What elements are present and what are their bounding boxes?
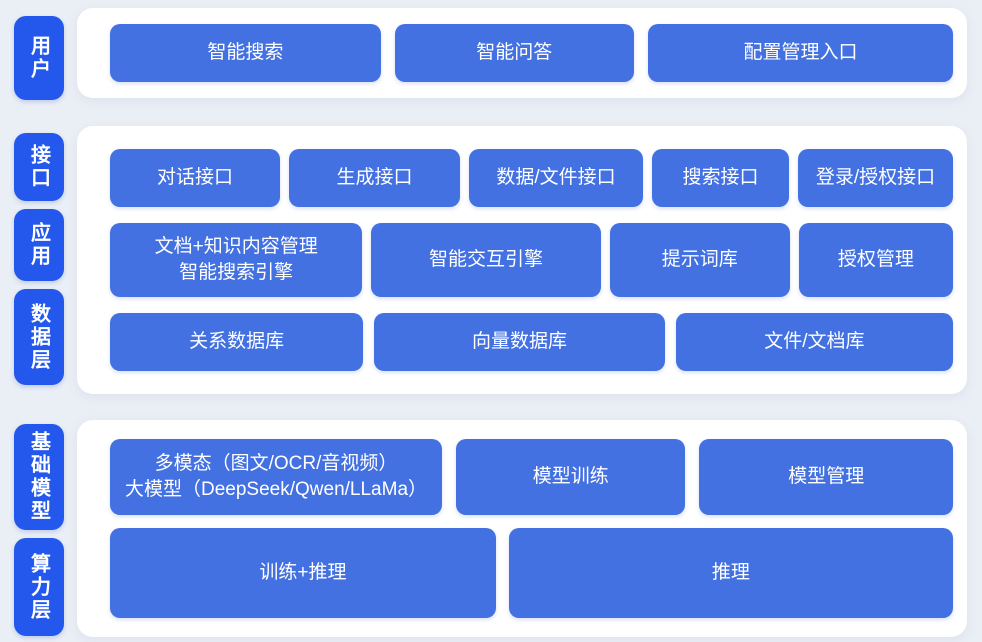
layer-label-compute: 算力层 (14, 538, 64, 636)
node-search-api: 搜索接口 (652, 149, 789, 207)
node-model-training: 模型训练 (456, 439, 686, 515)
node-dialog-api: 对话接口 (110, 149, 280, 207)
application-layer-row: 文档+知识内容管理 智能搜索引擎 智能交互引擎 提示词库 授权管理 (110, 223, 953, 297)
node-prompt-library: 提示词库 (609, 223, 790, 297)
node-training-inference: 训练+推理 (110, 528, 496, 618)
layer-label-interface: 接口 (14, 133, 64, 201)
node-auth-management: 授权管理 (798, 223, 953, 297)
node-multimodal-llm: 多模态（图文/OCR/音视频） 大模型（DeepSeek/Qwen/LLaMa） (110, 439, 443, 515)
node-login-auth-api: 登录/授权接口 (798, 149, 953, 207)
layer-label-application: 应用 (14, 209, 64, 281)
middle-layers-panel: 对话接口 生成接口 数据/文件接口 搜索接口 登录/授权接口 文档+知识内容管理… (77, 126, 967, 394)
user-layer-panel: 智能搜索 智能问答 配置管理入口 (77, 8, 967, 98)
layer-label-data: 数据层 (14, 289, 64, 385)
node-doc-knowledge-search-engine: 文档+知识内容管理 智能搜索引擎 (110, 223, 363, 297)
node-vector-db: 向量数据库 (374, 313, 665, 371)
node-generation-api: 生成接口 (289, 149, 460, 207)
node-smart-qa: 智能问答 (394, 24, 634, 82)
node-config-admin-entry: 配置管理入口 (647, 24, 954, 82)
node-data-file-api: 数据/文件接口 (469, 149, 643, 207)
node-relational-db: 关系数据库 (110, 313, 364, 371)
node-file-doc-store: 文件/文档库 (675, 313, 953, 371)
compute-layer-row: 训练+推理 推理 (110, 528, 953, 618)
node-smart-search: 智能搜索 (110, 24, 381, 82)
interface-layer-row: 对话接口 生成接口 数据/文件接口 搜索接口 登录/授权接口 (110, 149, 953, 207)
node-interaction-engine: 智能交互引擎 (371, 223, 601, 297)
layer-label-user: 用户 (14, 16, 64, 100)
data-layer-row: 关系数据库 向量数据库 文件/文档库 (110, 313, 953, 371)
bottom-layers-panel: 多模态（图文/OCR/音视频） 大模型（DeepSeek/Qwen/LLaMa）… (77, 420, 967, 637)
base-model-layer-row: 多模态（图文/OCR/音视频） 大模型（DeepSeek/Qwen/LLaMa）… (110, 439, 953, 515)
layer-label-base-model: 基础模型 (14, 424, 64, 530)
node-inference: 推理 (508, 528, 953, 618)
user-layer-row: 智能搜索 智能问答 配置管理入口 (110, 24, 954, 82)
node-model-management: 模型管理 (699, 439, 953, 515)
